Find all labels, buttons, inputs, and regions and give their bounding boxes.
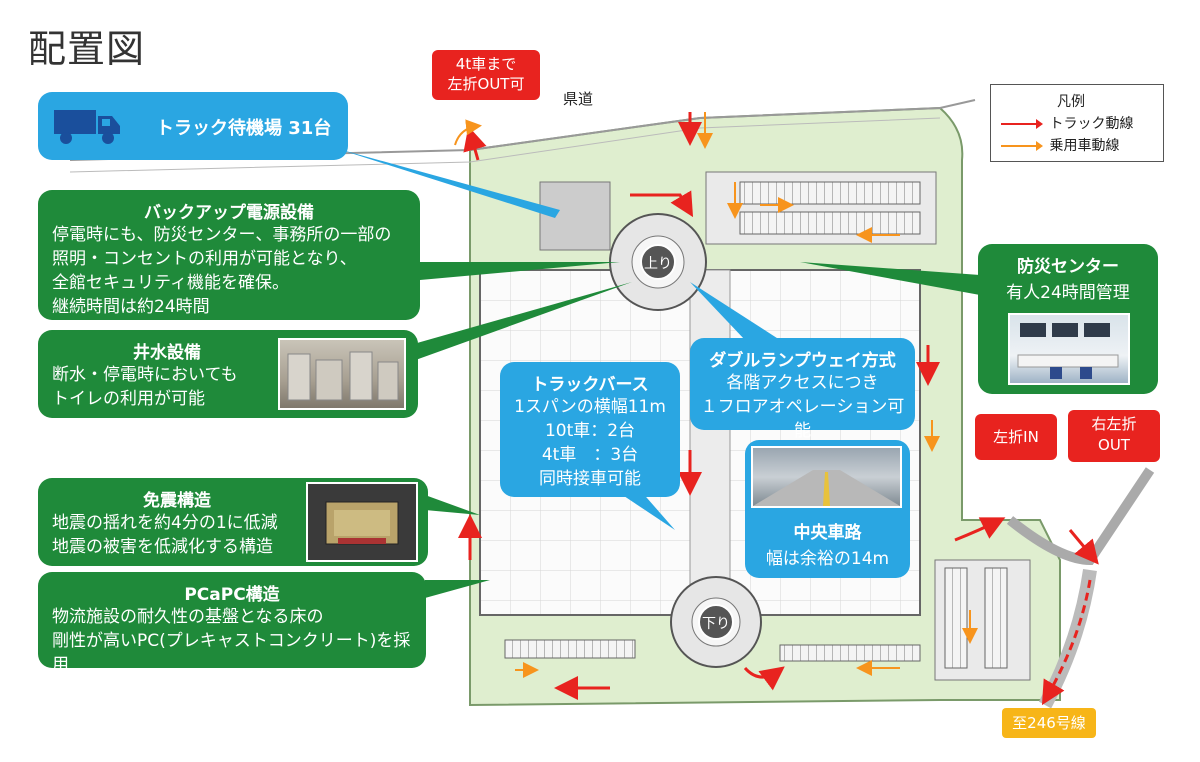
truck-flow-down-ramp <box>743 666 785 691</box>
seismic-photo <box>306 482 418 562</box>
parking-col-1 <box>944 567 968 669</box>
pointer-seismic <box>425 495 480 515</box>
truck-berth-line-1: 1スパンの横幅11m <box>514 397 666 417</box>
disaster-center-line-1: 有人24時間管理 <box>1006 283 1130 303</box>
central-aisle <box>689 269 731 616</box>
prefectural-road-edge <box>69 117 941 173</box>
sign-left-in-label: 左折IN <box>993 428 1039 446</box>
center-road-callout: 中央車路 幅は余裕の14m <box>745 440 910 578</box>
backup-power-line-2: 照明・コンセントの利用が可能となり、 <box>52 249 357 269</box>
pcapc-heading: PCaPC構造 <box>184 585 280 605</box>
truck-flow-route246 <box>1041 579 1092 706</box>
pointer-well-water <box>410 282 632 362</box>
backup-power-callout: バックアップ電源設備 停電時にも、防災センター、事務所の一部の 照明・コンセント… <box>38 190 420 320</box>
pcapc-line-1: 物流施設の耐久性の基盤となる床の <box>52 607 324 627</box>
truck-berth-line-3: 4t車 ：3台 <box>541 445 639 465</box>
center-road-heading: 中央車路 <box>793 523 862 543</box>
sign-route246: 至246号線 <box>1002 708 1096 738</box>
truck-flow-gate-in <box>1068 529 1099 565</box>
legend-title: 凡例 <box>1057 94 1085 110</box>
backup-power-line-3: 全館セキュリティ機能を確保。 <box>52 273 289 293</box>
seismic-line-2: 地震の被害を低減化する構造 <box>52 537 273 557</box>
double-ramp-callout: ダブルランプウェイ方式 各階アクセスにつき １フロアオペレーション可能 <box>690 338 915 441</box>
double-ramp-line-1: 各階アクセスにつき <box>726 373 879 393</box>
sign-out-line-1: 右左折 <box>1091 415 1137 433</box>
parking-row-2 <box>739 211 921 235</box>
sign-4t-line-1: 4t車まで <box>455 55 517 73</box>
legend: 凡例 トラック動線 乗用車動線 <box>990 84 1164 162</box>
pointer-double-ramp <box>690 282 780 340</box>
parking-col-2 <box>984 567 1008 669</box>
parking-bottom-right <box>779 644 921 662</box>
legend-row-truck: トラック動線 <box>1001 113 1133 133</box>
truck-line-swatch <box>1001 119 1043 129</box>
double-ramp-line-2: １フロアオペレーション可能 <box>700 397 905 441</box>
sign-out-line-2: OUT <box>1098 436 1130 454</box>
sign-4t-line-2: 左折OUT可 <box>447 75 525 93</box>
double-ramp-heading: ダブルランプウェイ方式 <box>709 351 896 371</box>
parking-bottom-left <box>504 639 636 659</box>
down-ramp-label: 下り <box>698 604 734 640</box>
seismic-callout: 免震構造 地震の揺れを約4分の1に低減 地震の被害を低減化する構造 <box>38 478 428 566</box>
car-line-swatch <box>1001 141 1043 151</box>
center-road-photo <box>751 446 902 508</box>
truck-wait-callout: トラック待機場 31台 <box>38 92 348 160</box>
sign-route246-label: 至246号線 <box>1012 714 1086 732</box>
car-flow-top-left <box>454 119 482 146</box>
pointer-pcapc <box>425 580 490 598</box>
well-water-callout: 井水設備 断水・停電時においても トイレの利用が可能 <box>38 330 418 418</box>
backup-power-heading: バックアップ電源設備 <box>144 203 314 223</box>
disaster-center-heading: 防災センター <box>1017 257 1119 277</box>
sign-left-in: 左折IN <box>975 414 1057 460</box>
legend-row-car: 乗用車動線 <box>1001 135 1119 155</box>
road-label: 県道 <box>563 90 594 108</box>
sign-right-left-out: 右左折 OUT <box>1068 410 1160 462</box>
truck-icon <box>52 106 124 150</box>
page-title: 配置図 <box>28 27 146 71</box>
legend-truck-label: トラック動線 <box>1049 116 1134 132</box>
seismic-heading: 免震構造 <box>143 491 211 511</box>
pointer-truck-wait <box>335 148 560 218</box>
truck-berth-heading: トラックバース <box>531 375 649 395</box>
backup-power-line-1: 停電時にも、防災センター、事務所の一部の <box>52 225 392 245</box>
backup-power-line-4: 継続時間は約24時間 <box>52 297 210 317</box>
disaster-center-photo <box>1008 313 1130 385</box>
pcapc-callout: PCaPC構造 物流施設の耐久性の基盤となる床の 剛性が高いPC(プレキャストコ… <box>38 572 426 675</box>
truck-flow-exit-right <box>954 517 1006 542</box>
truck-berth-line-4: 同時接車可能 <box>539 469 641 489</box>
pointer-disaster-center <box>800 262 980 295</box>
well-water-line-2: トイレの利用が可能 <box>52 389 205 409</box>
parking-row-1 <box>739 181 921 205</box>
well-water-photo <box>278 338 406 410</box>
pcapc-line-2: 剛性が高いPC(プレキャストコンクリート)を採用 <box>52 631 411 675</box>
truck-wait-label: トラック待機場 31台 <box>156 118 332 139</box>
seismic-line-1: 地震の揺れを約4分の1に低減 <box>52 513 278 533</box>
well-water-heading: 井水設備 <box>133 343 201 363</box>
up-ramp-label: 上り <box>640 244 676 280</box>
center-road-line-1: 幅は余裕の14m <box>765 549 890 569</box>
legend-car-label: 乗用車動線 <box>1049 138 1120 154</box>
truck-flow-top-left-out <box>463 126 487 161</box>
truck-berth-line-2: 10t車：2台 <box>544 421 636 441</box>
well-water-line-1: 断水・停電時においても <box>52 365 238 385</box>
sign-4t-left-out: 4t車まで 左折OUT可 <box>432 50 540 100</box>
pointer-backup-power <box>420 262 620 280</box>
truck-flow-up-ramp <box>630 190 694 218</box>
disaster-center-callout: 防災センター 有人24時間管理 <box>978 244 1158 394</box>
truck-berth-callout: トラックバース 1スパンの横幅11m 10t車：2台 4t車 ：3台 同時接車可… <box>500 362 680 497</box>
pointer-truck-berth <box>615 490 675 530</box>
